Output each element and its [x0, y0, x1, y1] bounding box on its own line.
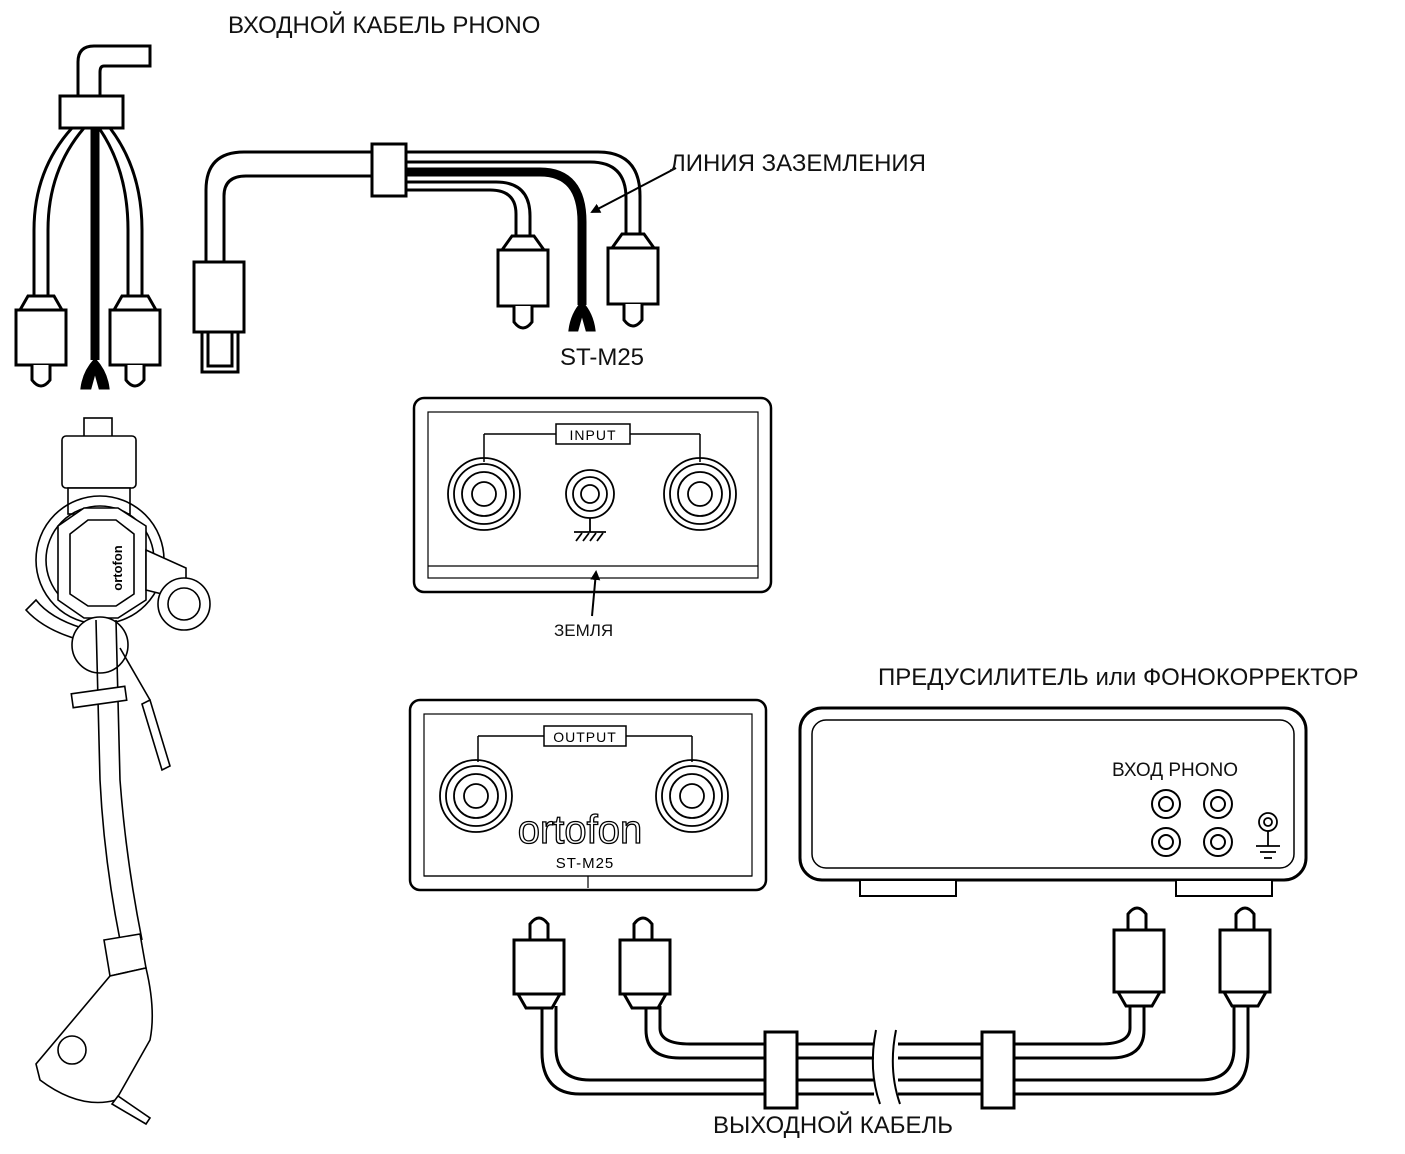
tonearm-phono-cable [32, 44, 152, 390]
output-rca-plug-4 [1218, 906, 1272, 1008]
input-panel-label: INPUT [570, 427, 617, 443]
output-panel [408, 698, 768, 892]
ground-line-label: ЛИНИЯ ЗАЗЕМЛЕНИЯ [670, 150, 926, 177]
preamp-label: ПРЕДУСИЛИТЕЛЬ или ФОНОКОРРЕКТОР [878, 664, 1359, 691]
ground-label: ЗЕМЛЯ [554, 621, 614, 640]
tonearm [24, 417, 211, 1126]
ground-line-arrow [590, 167, 677, 213]
tonearm-brand: ortofon [110, 545, 125, 591]
st-m25-right-rca-plug [606, 232, 660, 328]
preamplifier [798, 706, 1308, 897]
st-m25-left-rca-plug [496, 234, 550, 330]
output-cable-label: ВЫХОДНОЙ КАБЕЛЬ [713, 1112, 954, 1139]
output-panel-label: OUTPUT [553, 729, 617, 745]
st-m25-input-cable [204, 142, 642, 332]
left-rca-plug [14, 294, 68, 388]
input-cable-label: ВХОДНОЙ КАБЕЛЬ PHONO [228, 12, 541, 39]
ground-terminal [565, 469, 615, 542]
input-jack-right [663, 457, 737, 531]
output-panel-model: ST-M25 [556, 855, 615, 872]
phono-input-label: ВХОД PHONO [1112, 760, 1239, 781]
phono-input-jacks [1151, 789, 1233, 857]
output-panel-brand: ortofon [518, 808, 643, 852]
output-jack-right [655, 759, 729, 833]
right-rca-plug [108, 294, 162, 388]
output-rca-plug-1 [512, 916, 566, 1010]
din-connector [192, 260, 246, 374]
preamp-ground-terminal [1256, 812, 1280, 859]
output-jack-left [439, 759, 513, 833]
output-rca-plug-3 [1112, 906, 1166, 1008]
input-jack-left [447, 457, 521, 531]
output-rca-plug-2 [618, 916, 672, 1010]
ground-arrow [590, 570, 601, 617]
cable-model-label: ST-M25 [560, 344, 645, 371]
output-cable [540, 1006, 1250, 1110]
